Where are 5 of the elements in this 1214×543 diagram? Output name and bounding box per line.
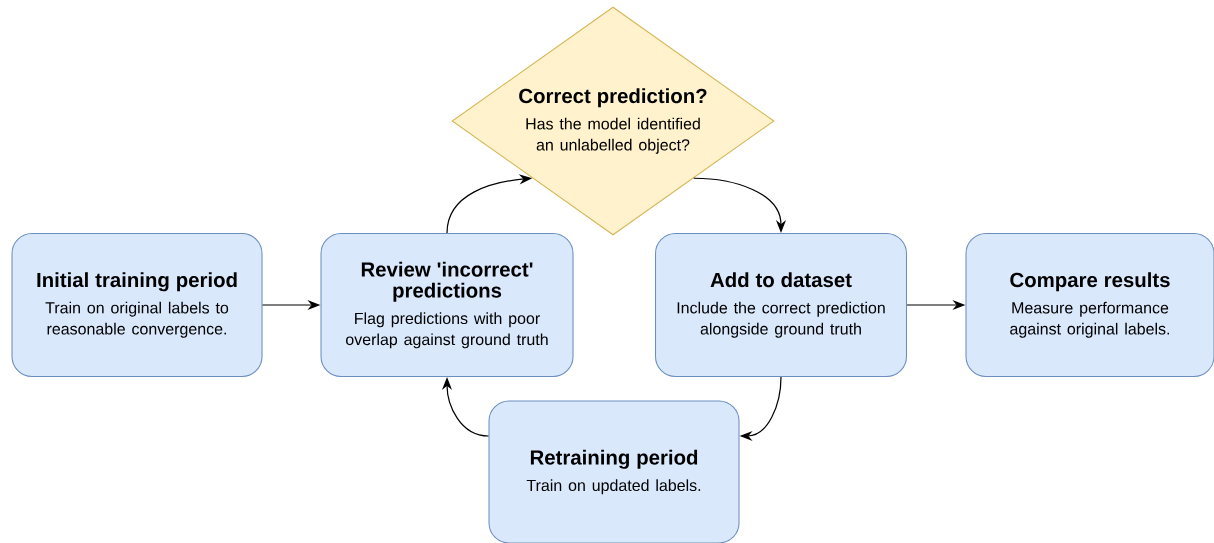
process-box: Review 'incorrect' predictions Flag predictions with poor overlap against ground truth [320, 232, 574, 377]
process-box: Add to dataset Include the correct prediction alongside ground truth [655, 232, 908, 377]
process-box: Initial training period Train on original labels to reasonable convergence. [11, 232, 263, 377]
process-box: Compare results Measure performance against original labels. [965, 232, 1214, 377]
process-box: Retraining period Train on updated labels. [488, 400, 740, 543]
